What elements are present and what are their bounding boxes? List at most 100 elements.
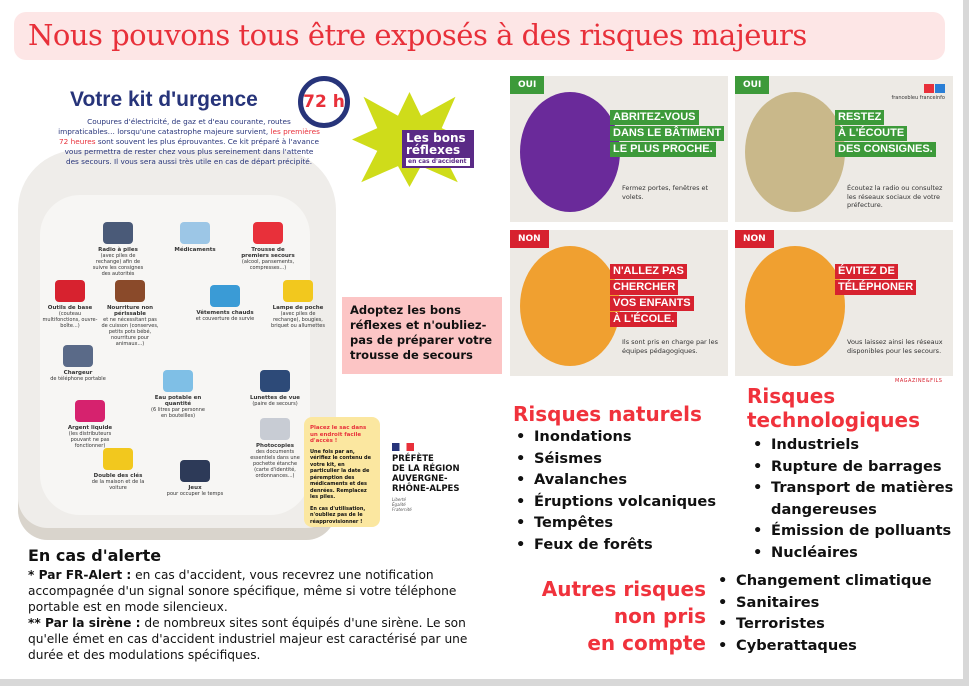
kit-item-name: Trousse de premiers secours (241, 247, 295, 259)
risk-item: Rupture de barrages (753, 456, 953, 478)
kit-item-icon (103, 448, 133, 470)
risk-item: Émission de polluants (753, 520, 953, 542)
card-illustration (745, 92, 845, 212)
kit-item-detail: (paire de secours) (252, 401, 298, 407)
risk-item: Sanitaires (718, 592, 932, 614)
bottom-edge (0, 679, 969, 686)
tip-note-text-2: En cas d'utilisation, n'oubliez pas de l… (310, 505, 366, 525)
risk-item: Éruptions volcaniques (516, 491, 716, 513)
kit-item-detail: et ne nécessitant pas de cuisson (conser… (101, 317, 159, 347)
kit-item-icon (55, 280, 85, 302)
kit-item-icon (260, 418, 290, 440)
kit-item-name: Chargeur (63, 370, 93, 376)
card-headline: RESTEZ (835, 110, 885, 125)
card-headline: ABRITEZ-VOUS (610, 110, 699, 125)
kit-item: Radio à piles(avec piles de rechange) af… (88, 222, 148, 277)
kit-item-name: Argent liquide (67, 425, 113, 431)
tech-risks-list: IndustrielsRupture de barragesTransport … (753, 434, 953, 563)
kit-item-detail: (avec piles de rechange), bougies, briqu… (271, 311, 325, 329)
card-subtext: Ils sont pris en charge par les équipes … (622, 338, 718, 355)
other-risks-title: Autres risques non pris en compte (520, 576, 706, 657)
kit-title: Votre kit d'urgence (70, 88, 258, 111)
kit-item-detail: de téléphone portable (50, 376, 106, 382)
other-title-line: en compte (587, 631, 706, 655)
title-banner (14, 12, 945, 60)
other-title-line: Autres risques (541, 577, 706, 601)
card-headline: LE PLUS PROCHE. (610, 142, 716, 157)
kit-item-detail: (les distributeurs pouvant ne pas foncti… (68, 431, 112, 449)
devise: Liberté (392, 497, 407, 502)
kit-description: Coupures d'électricité, de gaz et d'eau … (58, 117, 320, 166)
kit-item: Lampe de poche(avec piles de rechange), … (268, 280, 328, 329)
risk-item: Changement climatique (718, 570, 932, 592)
risk-item: Transport de matières (753, 477, 953, 499)
kit-item: Trousse de premiers secours(alcool, pans… (238, 222, 298, 271)
kit-item-name: Médicaments (174, 247, 216, 253)
kit-item: Eau potable en quantité(6 litres par per… (148, 370, 208, 419)
card-headline: ÉVITEZ DE (835, 264, 898, 279)
fr-alert-label: * Par FR-Alert : (28, 568, 132, 582)
card-illustration (745, 246, 845, 366)
kit-item-detail: (6 litres par personne en bouteilles) (151, 407, 205, 419)
card-headline: CHERCHER (610, 280, 679, 295)
kit-item-name: Eau potable en quantité (154, 395, 202, 407)
kit-item-icon (163, 370, 193, 392)
kit-item-detail: et couverture de survie (195, 316, 255, 322)
page-title: Nous pouvons tous être exposés à des ris… (28, 18, 807, 52)
kit-item-icon (283, 280, 313, 302)
kit-item-icon (260, 370, 290, 392)
tech-title-line: technologiques (747, 408, 920, 432)
card-headline: À L'ÉCOLE. (610, 312, 678, 327)
kit-item-detail: (couteau multifonctions, ouvre-boîte...) (42, 311, 98, 329)
kit-item-name: Vêtements chauds (196, 310, 254, 316)
kit-item-icon (180, 460, 210, 482)
tip-note-heading: Placez le sac dans un endroit facile d'a… (310, 425, 367, 444)
marianne-flag-icon (392, 443, 414, 451)
kit-item-detail: (avec piles de rechange) afin de suivre … (92, 253, 144, 277)
reflex-title: Les bons réflexes (406, 131, 466, 157)
kit-item-name: Outils de base (47, 305, 93, 311)
tip-note-text: Une fois par an, vérifiez le contenu de … (310, 448, 371, 501)
kit-item-name: Lampe de poche (272, 305, 324, 311)
kit-item: Lunettes de vue(paire de secours) (245, 370, 305, 407)
card-headline: VOS ENFANTS (610, 296, 694, 311)
card-subtext: Écoutez la radio ou consultez les réseau… (847, 184, 943, 209)
risk-item: Cyberattaques (718, 635, 932, 657)
tech-title-line: Risques (747, 384, 836, 408)
other-title-line: non pris (613, 604, 706, 628)
prefet-line: PRÉFÈTE (392, 454, 434, 464)
prefet-line: DE LA RÉGION (392, 464, 460, 474)
tip-note: Placez le sac dans un endroit facile d'a… (304, 417, 380, 527)
kit-item-icon (63, 345, 93, 367)
natural-risks-title: Risques naturels (513, 402, 702, 426)
stopwatch-icon: 72 h (298, 76, 350, 128)
card-illustration (520, 92, 620, 212)
magazine-credit: MAGAZINE&FILS (895, 378, 943, 384)
risk-item: Séismes (516, 448, 716, 470)
kit-item-icon (75, 400, 105, 422)
devise: Égalité (392, 502, 406, 507)
risk-item: dangereuses (771, 500, 877, 518)
risk-item: Terroristes (718, 613, 932, 635)
kit-item-name: Nourriture non périssable (106, 305, 154, 317)
siren-label: ** Par la sirène : (28, 616, 141, 630)
fr-alert-text: en cas d'accident, vous recevrez une not… (28, 568, 457, 614)
kit-item: Argent liquide(les distributeurs pouvant… (60, 400, 120, 449)
kit-item-icon (180, 222, 210, 244)
kit-item: Outils de base(couteau multifonctions, o… (40, 280, 100, 329)
card-headline: N'ALLEZ PAS (610, 264, 687, 279)
risk-item: Avalanches (516, 469, 716, 491)
